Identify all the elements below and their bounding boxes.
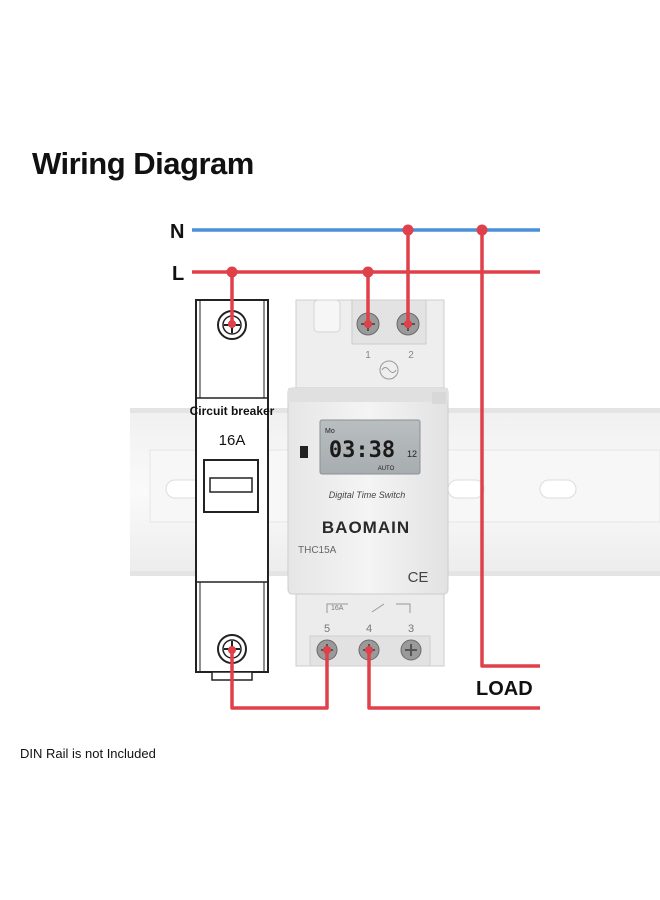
terminal-5-label: 5 (324, 623, 330, 635)
load-label: LOAD (476, 678, 533, 700)
terminal-2-label: 2 (408, 350, 414, 361)
terminal-3-label: 3 (408, 623, 414, 635)
breaker-to-terminal-5-wire (230, 650, 329, 710)
junction-dot (323, 646, 331, 654)
lcd-time: 03:38 (329, 438, 395, 463)
brand-logo: BAOMAIN (322, 518, 410, 537)
footnote: DIN Rail is not Included (20, 746, 156, 761)
neutral-to-load-wire (480, 230, 540, 668)
junction-dot (364, 320, 372, 328)
junction-dot (226, 266, 238, 278)
breaker-label: Circuit breaker (190, 404, 275, 418)
lcd-day: Mo (325, 428, 335, 435)
ce-mark: CE (408, 569, 429, 586)
terminal-1-label: 1 (365, 350, 371, 361)
junction-dot (228, 320, 236, 328)
relay-rating: 16A (331, 605, 344, 612)
junction-dot (404, 320, 412, 328)
terminal-4-to-load-wire (367, 650, 540, 710)
page-title: Wiring Diagram (32, 146, 254, 181)
timer-button (300, 446, 308, 458)
neutral-label: N (170, 221, 184, 243)
digital-time-switch: 1 2 Mo 03:38 12 AUTO Digital Time Switch… (287, 299, 449, 667)
breaker-rating: 16A (219, 432, 246, 449)
lcd-display (319, 419, 421, 475)
circuit-breaker: Circuit breaker 16A (190, 299, 275, 681)
junctions (226, 224, 488, 654)
junction-dot (228, 646, 236, 654)
lcd-format: 12 (407, 449, 417, 459)
junction-dot (365, 646, 373, 654)
live-label: L (172, 263, 184, 285)
product-name: Digital Time Switch (329, 490, 405, 500)
lcd-mode: AUTO (378, 466, 395, 472)
ac-power-icon (379, 360, 399, 380)
model-number: THC15A (298, 545, 337, 556)
junction-dot (402, 224, 414, 236)
terminal-4-label: 4 (366, 623, 372, 635)
junction-dot (362, 266, 374, 278)
junction-dot (476, 224, 488, 236)
